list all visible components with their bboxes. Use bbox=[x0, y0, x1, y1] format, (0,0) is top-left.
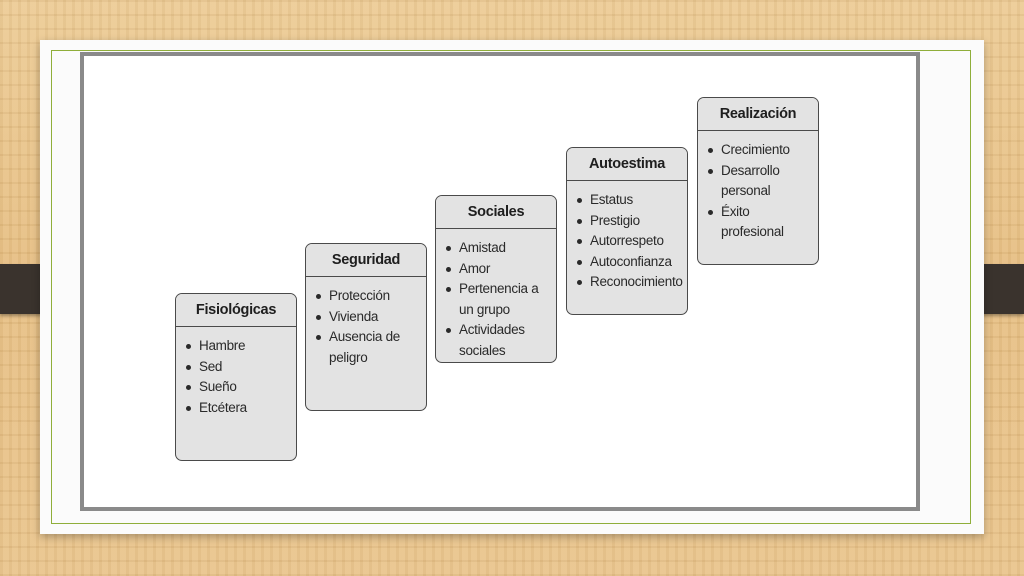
list-item: Etcétera bbox=[185, 398, 292, 419]
list-item: Pertenencia a un grupo bbox=[445, 279, 552, 320]
box-sociales: Sociales Amistad Amor Pertenencia a un g… bbox=[435, 195, 557, 363]
box-list: Crecimiento Desarrollo personal Éxito pr… bbox=[698, 131, 818, 243]
green-border bbox=[51, 50, 971, 524]
box-title: Seguridad bbox=[306, 244, 426, 277]
list-item: Actividades sociales bbox=[445, 320, 552, 361]
list-item: Sueño bbox=[185, 377, 292, 398]
box-seguridad: Seguridad Protección Vivienda Ausencia d… bbox=[305, 243, 427, 411]
list-item: Hambre bbox=[185, 336, 292, 357]
box-list: Amistad Amor Pertenencia a un grupo Acti… bbox=[436, 229, 556, 361]
box-autoestima: Autoestima Estatus Prestigio Autorrespet… bbox=[566, 147, 688, 315]
box-title: Sociales bbox=[436, 196, 556, 229]
box-fisiologicas: Fisiológicas Hambre Sed Sueño Etcétera bbox=[175, 293, 297, 461]
list-item: Ausencia de peligro bbox=[315, 327, 422, 368]
box-title: Fisiológicas bbox=[176, 294, 296, 327]
list-item: Prestigio bbox=[576, 211, 683, 232]
list-item: Amor bbox=[445, 259, 552, 280]
list-item: Estatus bbox=[576, 190, 683, 211]
list-item: Éxito profesional bbox=[707, 202, 814, 243]
list-item: Amistad bbox=[445, 238, 552, 259]
list-item: Protección bbox=[315, 286, 422, 307]
list-item: Desarrollo personal bbox=[707, 161, 814, 202]
box-list: Protección Vivienda Ausencia de peligro bbox=[306, 277, 426, 368]
box-title: Autoestima bbox=[567, 148, 687, 181]
box-list: Estatus Prestigio Autorrespeto Autoconfi… bbox=[567, 181, 687, 293]
list-item: Vivienda bbox=[315, 307, 422, 328]
list-item: Crecimiento bbox=[707, 140, 814, 161]
list-item: Sed bbox=[185, 357, 292, 378]
list-item: Autorrespeto bbox=[576, 231, 683, 252]
list-item: Reconocimiento bbox=[576, 272, 683, 293]
box-realizacion: Realización Crecimiento Desarrollo perso… bbox=[697, 97, 819, 265]
box-title: Realización bbox=[698, 98, 818, 131]
list-item: Autoconfianza bbox=[576, 252, 683, 273]
box-list: Hambre Sed Sueño Etcétera bbox=[176, 327, 296, 418]
